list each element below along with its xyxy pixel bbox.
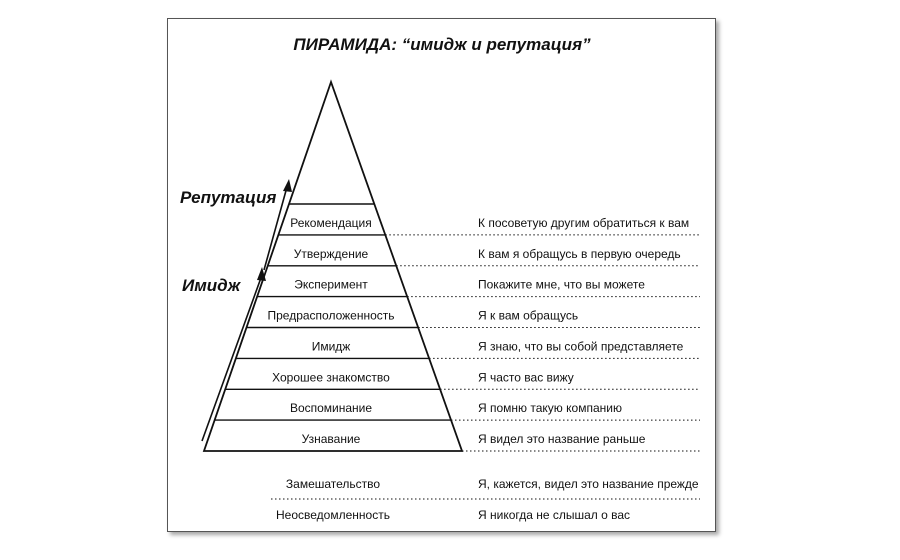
reputation-arrow (263, 179, 292, 271)
pyramid-outline (202, 79, 464, 452)
level-label: Воспоминание (290, 401, 372, 415)
below-level: Замешательство Я, кажется, видел это назв… (271, 477, 700, 500)
below-level: Неосведомленность Я никогда не слышал о в… (276, 508, 630, 522)
diagram-title: ПИРАМИДА: “имидж и репутация” (293, 35, 591, 54)
pyramid-level: Имидж Я знаю, что вы собой представляете (246, 326, 700, 359)
pyramid-level: Воспоминание Я помню такую компанию (225, 388, 700, 421)
level-description: К вам я обращусь в первую очередь (478, 247, 681, 261)
level-label: Эксперимент (294, 278, 368, 292)
pyramid-level: Утверждение К вам я обращусь в первую оче… (278, 234, 700, 267)
pyramid-level: Хорошее знакомство Я часто вас вижу (235, 357, 700, 390)
level-description: Я, кажется, видел это название прежде (478, 477, 699, 491)
level-description: Я часто вас вижу (478, 370, 574, 384)
diagram-frame: ПИРАМИДА: “имидж и репутация” Репутация … (167, 18, 716, 532)
below-pyramid-levels: Замешательство Я, кажется, видел это назв… (271, 477, 700, 522)
image-label: Имидж (182, 276, 242, 295)
level-label: Неосведомленность (276, 508, 390, 522)
pyramid-level: Рекомендация К посоветую другим обратитьс… (289, 203, 700, 236)
image-arrow (201, 267, 266, 442)
level-label: Утверждение (294, 247, 369, 261)
level-label: Рекомендация (290, 216, 372, 230)
level-description: Я помню такую компанию (478, 401, 622, 415)
level-label: Предрасположенность (267, 309, 394, 323)
pyramid-level: Эксперимент Покажите мне, что вы можете (267, 265, 700, 298)
level-description: Я никогда не слышал о вас (478, 508, 630, 522)
pyramid-levels: Рекомендация К посоветую другим обратитьс… (214, 203, 700, 452)
pyramid-level: Предрасположенность Я к вам обращусь (257, 295, 700, 328)
level-description: Я знаю, что вы собой представляете (478, 339, 684, 353)
level-description: К посоветую другим обратиться к вам (478, 216, 689, 230)
level-description: Покажите мне, что вы можете (478, 278, 645, 292)
level-description: Я к вам обращусь (478, 309, 578, 323)
level-label: Узнавание (302, 432, 361, 446)
level-description: Я видел это название раньше (478, 432, 646, 446)
level-label: Хорошее знакомство (272, 370, 390, 384)
pyramid-diagram: ПИРАМИДА: “имидж и репутация” Репутация … (180, 35, 700, 522)
pyramid-level: Узнавание Я видел это название раньше (214, 419, 700, 452)
level-label: Имидж (312, 339, 351, 353)
reputation-label: Репутация (180, 188, 276, 207)
level-label: Замешательство (286, 477, 381, 491)
